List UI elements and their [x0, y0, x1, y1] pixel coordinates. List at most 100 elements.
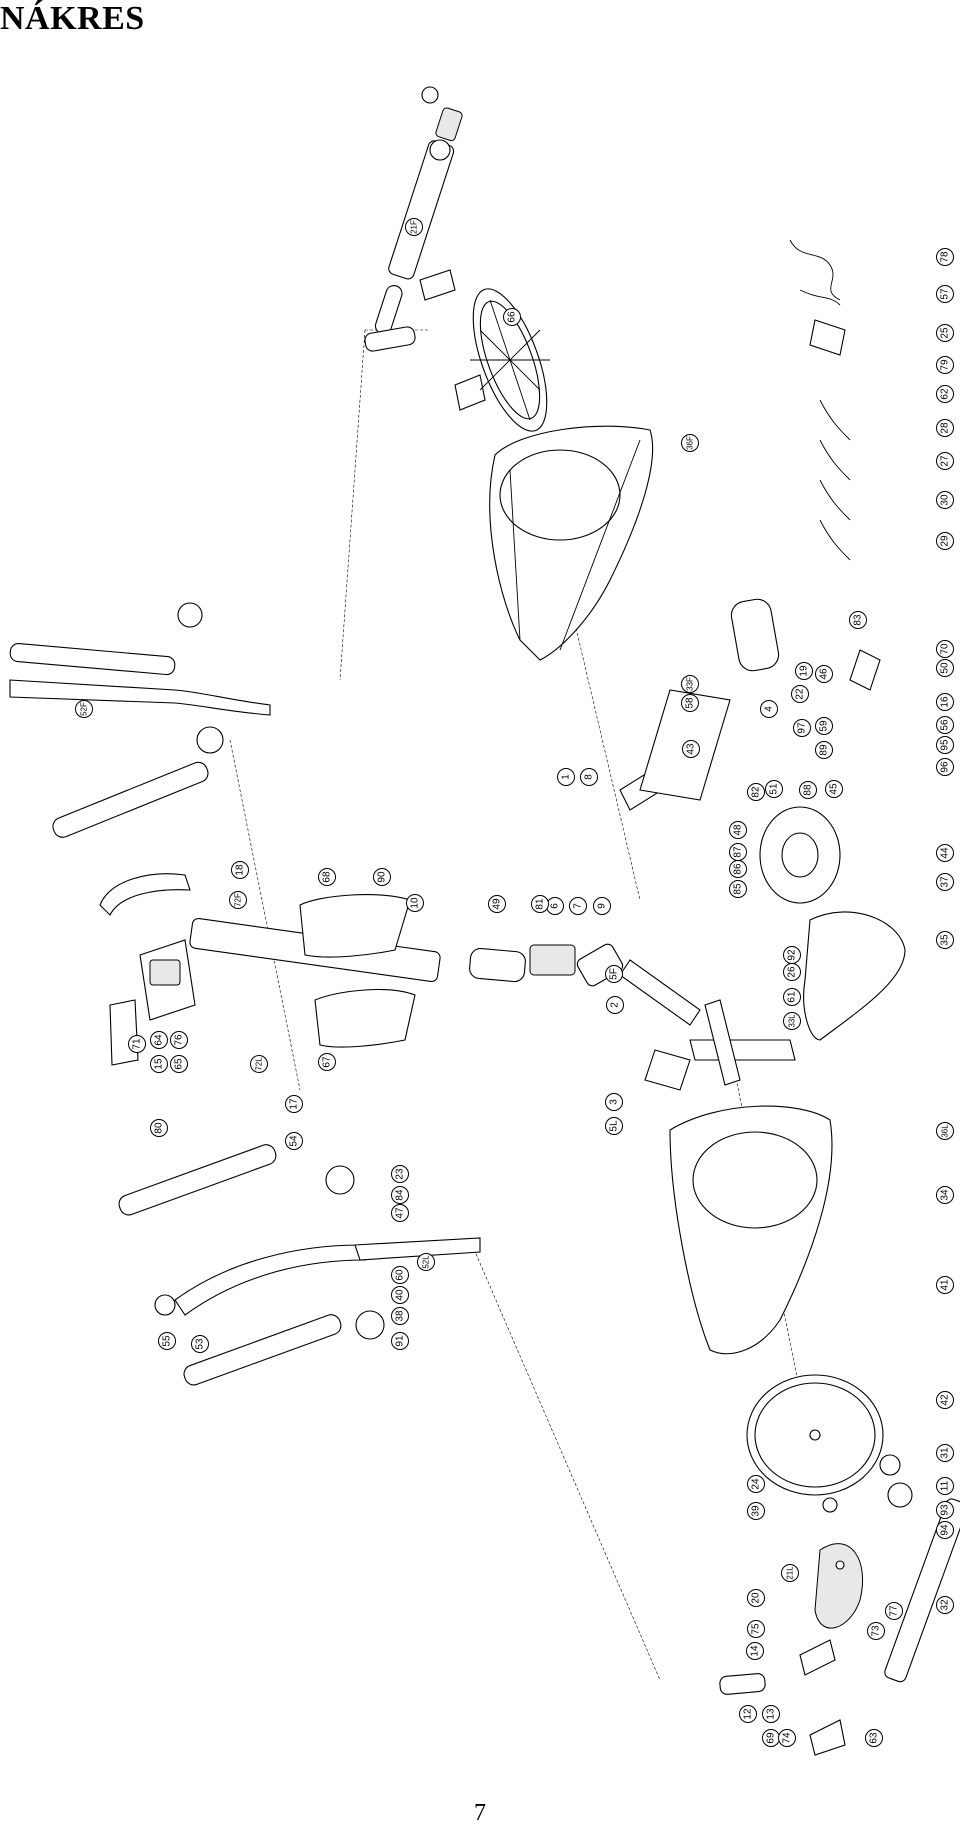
callout-number: 10 [410, 897, 421, 909]
callout-number: 52F [80, 702, 89, 716]
callout-36l: 36L [936, 1122, 954, 1140]
callout-circle [580, 768, 598, 786]
callout-number: 13 [766, 1708, 777, 1720]
callout-number: 20 [751, 1592, 762, 1604]
callout-number: 12 [743, 1708, 754, 1720]
callout-circle [936, 1477, 954, 1495]
callout-circle [936, 356, 954, 374]
callout-number: 19 [799, 665, 810, 677]
callout-27: 27 [936, 452, 954, 470]
callout-circle [936, 1521, 954, 1539]
callout-70: 70 [936, 640, 954, 658]
side-cover-right [489, 425, 654, 661]
callout-19: 19 [795, 662, 813, 680]
callout-circle [936, 931, 954, 949]
callout-13: 13 [762, 1705, 780, 1723]
callout-circle [170, 1031, 188, 1049]
callout-78: 78 [936, 248, 954, 266]
callout-number: 74 [782, 1732, 793, 1744]
callout-circle [150, 1119, 168, 1137]
callout-circle [885, 1602, 903, 1620]
callout-90: 90 [373, 868, 391, 886]
callout-number: 51 [769, 783, 780, 795]
callout-92: 92 [783, 946, 801, 964]
callout-55: 55 [158, 1332, 176, 1350]
callout-circle [936, 693, 954, 711]
callout-circle [783, 1012, 801, 1030]
callout-33l: 33L [783, 1012, 801, 1030]
callout-number: 21L [786, 1566, 795, 1580]
callout-circle [747, 783, 765, 801]
callout-number: 69 [766, 1732, 777, 1744]
callout-39: 39 [747, 1502, 765, 1520]
callout-circle [229, 891, 247, 909]
side-cover-left [669, 1105, 833, 1355]
callout-circle [936, 1391, 954, 1409]
callout-17: 17 [285, 1095, 303, 1113]
callout-circle [318, 1053, 336, 1071]
callout-number: 77 [889, 1605, 900, 1617]
callout-circle [799, 781, 817, 799]
callout-circle [150, 1055, 168, 1073]
callout-circle [606, 996, 624, 1014]
callout-number: 48 [733, 824, 744, 836]
callout-22: 22 [791, 685, 809, 703]
callout-number: 61 [787, 991, 798, 1003]
callout-65: 65 [170, 1055, 188, 1073]
callout-30: 30 [936, 491, 954, 509]
callout-circle [605, 1117, 623, 1135]
callout-circle [170, 1055, 188, 1073]
seat-post [52, 761, 209, 916]
callout-41: 41 [936, 1276, 954, 1294]
callout-number: 72L [255, 1057, 264, 1071]
callout-number: 65 [174, 1058, 185, 1070]
callout-number: 64 [154, 1034, 165, 1046]
callout-number: 70 [940, 643, 951, 655]
callout-circle [739, 1705, 757, 1723]
cover-67 [314, 989, 416, 1048]
callout-85: 85 [729, 880, 747, 898]
callout-18: 18 [231, 861, 249, 879]
callout-49: 49 [488, 895, 506, 913]
callout-circle [391, 1332, 409, 1350]
callout-number: 71 [132, 1038, 143, 1050]
callout-number: 97 [797, 722, 808, 734]
callout-number: 62 [940, 388, 951, 400]
callout-number: 7 [573, 903, 584, 909]
callout-circle [318, 868, 336, 886]
callout-number: 59 [819, 720, 830, 732]
callout-circle [936, 1276, 954, 1294]
pulley [759, 806, 841, 904]
callout-7: 7 [569, 897, 587, 915]
callout-number: 57 [940, 288, 951, 300]
callout-circle [569, 897, 587, 915]
callout-37: 37 [936, 873, 954, 891]
callout-number: 35 [940, 934, 951, 946]
callout-circle [865, 1729, 883, 1747]
callout-circle [391, 1286, 409, 1304]
callout-circle [936, 324, 954, 342]
callout-45: 45 [825, 780, 843, 798]
callout-number: 47 [395, 1207, 406, 1219]
callout-58: 58 [681, 694, 699, 712]
callout-54: 54 [285, 1132, 303, 1150]
callout-circle [825, 780, 843, 798]
callout-73: 73 [867, 1622, 885, 1640]
callout-83: 83 [849, 611, 867, 629]
callout-87: 87 [729, 843, 747, 861]
callout-number: 30 [940, 494, 951, 506]
callout-circle [936, 385, 954, 403]
callout-9: 9 [593, 897, 611, 915]
callout-circle [557, 768, 575, 786]
callout-number: 89 [819, 744, 830, 756]
callout-94: 94 [936, 1521, 954, 1539]
callout-number: 26 [787, 966, 798, 978]
callout-97: 97 [793, 719, 811, 737]
callout-86: 86 [729, 860, 747, 878]
callout-circle [231, 861, 249, 879]
callout-46: 46 [815, 665, 833, 683]
callout-76: 76 [170, 1031, 188, 1049]
pedal-left [719, 1454, 960, 1756]
callout-circle [783, 946, 801, 964]
